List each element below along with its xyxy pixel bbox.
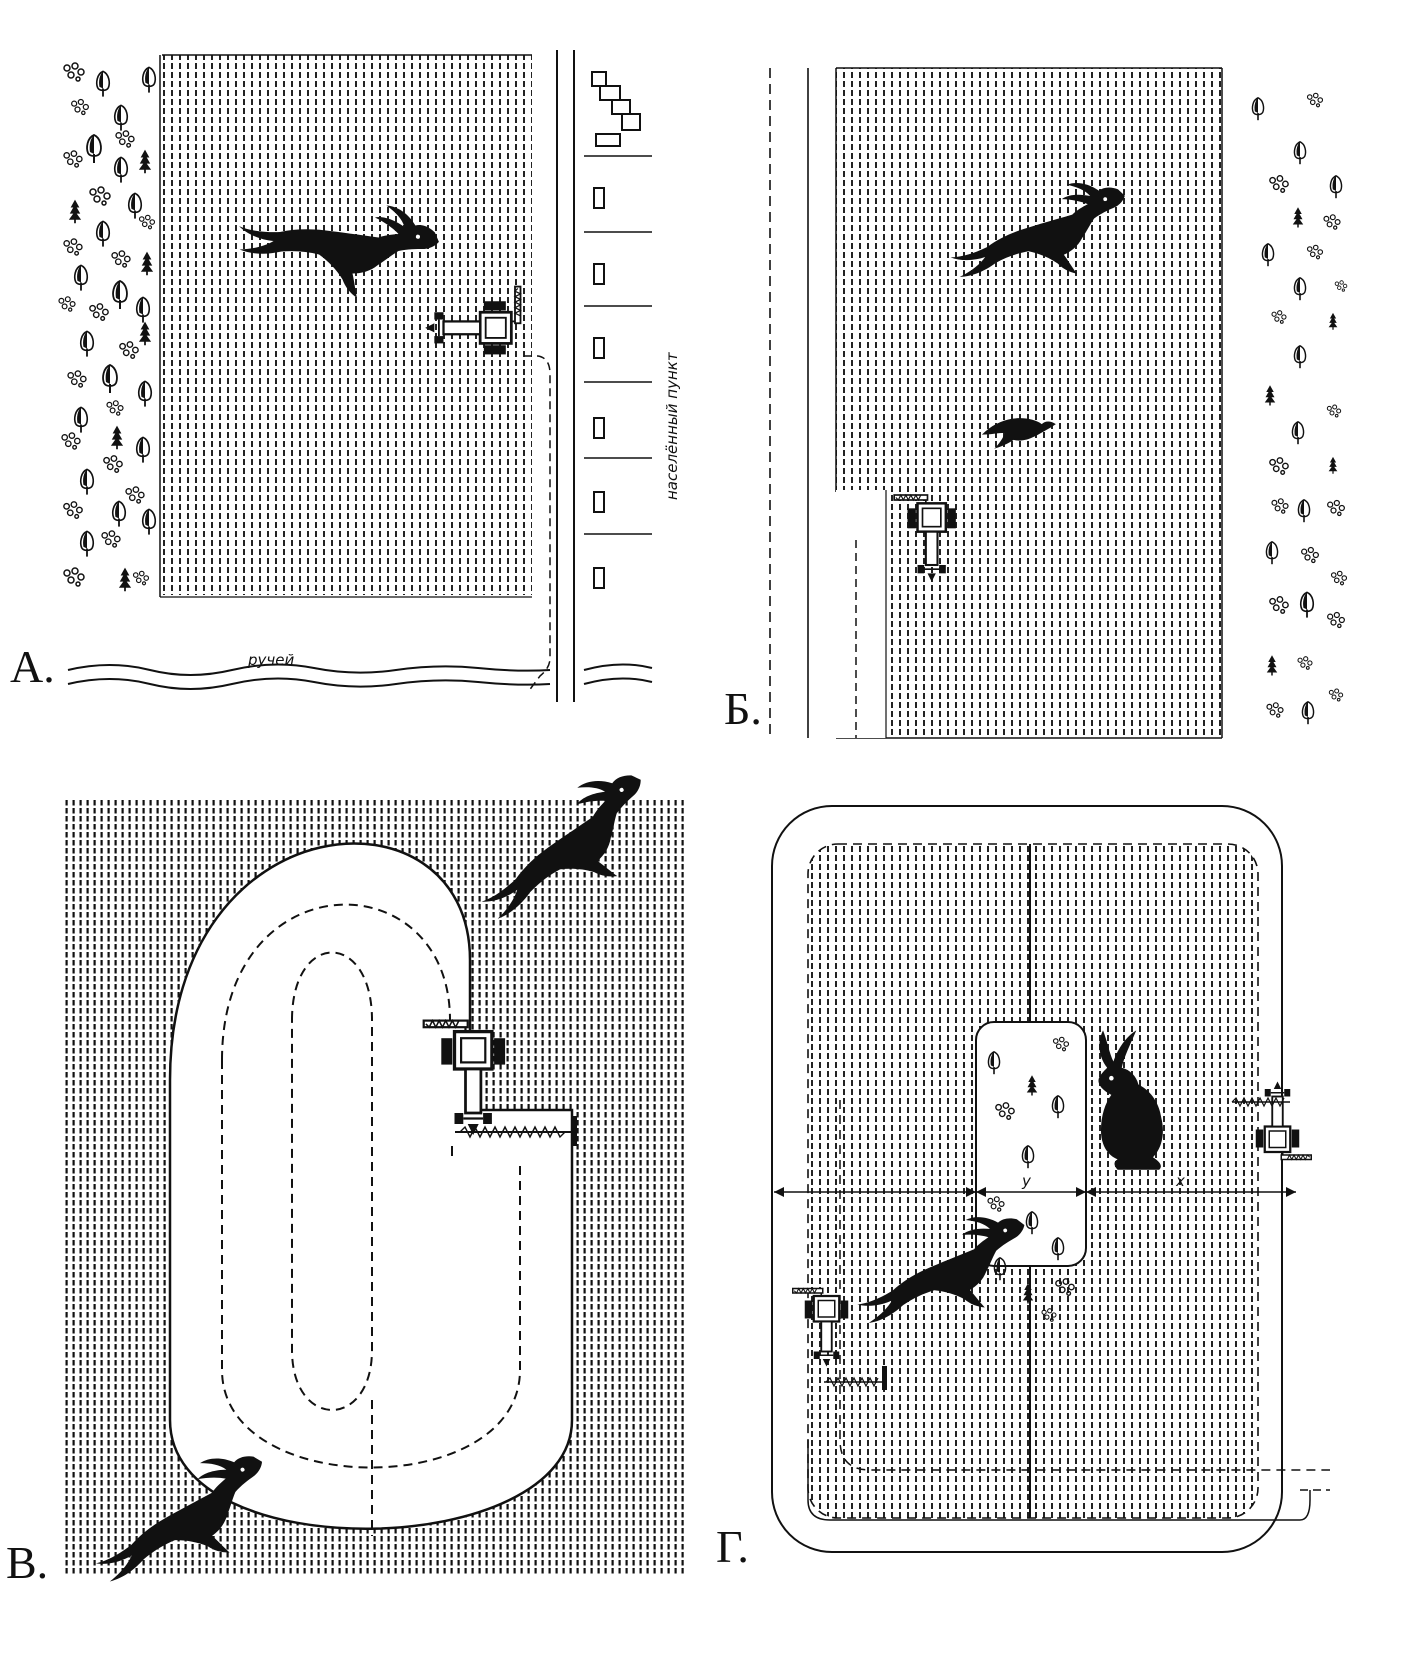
panel-v bbox=[62, 759, 684, 1601]
forest-a bbox=[58, 62, 157, 592]
dimension-y-label: у bbox=[1021, 1172, 1032, 1190]
panel-label-g: Г. bbox=[716, 1521, 749, 1572]
settlement-label: населённый пункт bbox=[663, 351, 681, 500]
panel-label-v: В. bbox=[6, 1537, 49, 1588]
stream-label: ручей bbox=[247, 651, 294, 669]
panel-label-a: А. bbox=[10, 641, 55, 692]
dimension-x-label: х bbox=[1175, 1172, 1185, 1190]
field-b bbox=[836, 68, 1222, 736]
panel-a: населённый пункт ручей bbox=[58, 50, 681, 702]
panel-b bbox=[769, 67, 1348, 739]
settlement-a: населённый пункт bbox=[584, 71, 681, 589]
forest-b bbox=[1251, 92, 1348, 726]
panel-g: у х bbox=[771, 805, 1330, 1553]
panel-label-b: Б. bbox=[724, 683, 762, 734]
